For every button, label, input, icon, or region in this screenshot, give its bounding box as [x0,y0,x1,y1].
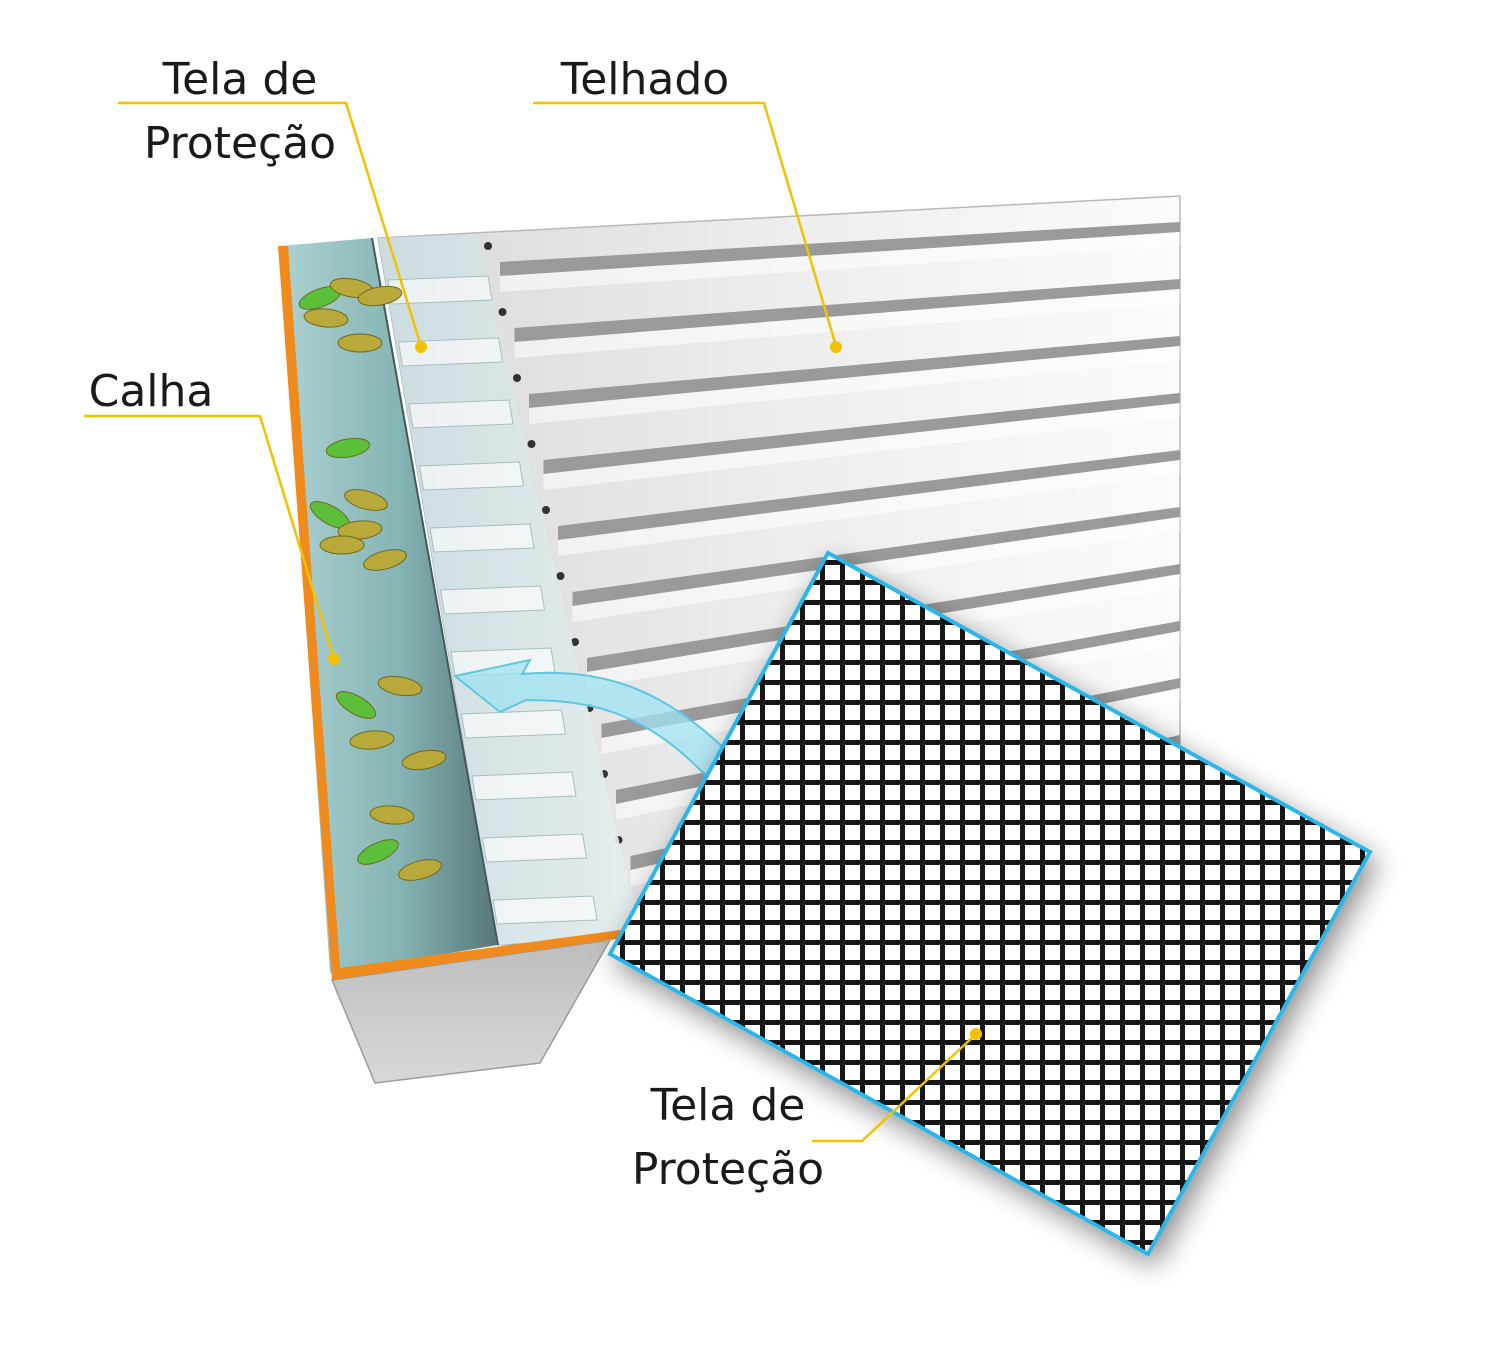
label-bottom-screen: Tela de Proteção [618,1074,838,1202]
label-top-screen: Tela de Proteção [130,48,350,176]
screen-strip [378,234,640,945]
leaf [369,805,415,825]
leaf [335,691,377,719]
roof-highlight [543,403,1180,490]
roof-groove [514,279,1180,342]
leaf [363,549,407,571]
label-gutter-text: Calha [88,366,214,417]
screen-step [471,771,577,801]
roof-highlight [572,517,1180,622]
screen-step [397,337,504,367]
leaf [357,839,399,865]
leaf [303,308,349,328]
label-bottom-screen-line1: Tela de [650,1080,806,1131]
leaf [319,535,365,555]
roof-groove [558,450,1180,540]
screen-strip-steps [387,275,598,925]
roof-groove [572,507,1180,606]
roof-groove [500,222,1180,276]
leaf [401,749,447,771]
leaf [344,489,388,511]
mesh-screen [607,550,1373,1257]
label-roof: Telhado [540,48,750,112]
roof-highlight [514,289,1180,358]
leader-roof [533,101,838,347]
label-top-screen-line1: Tela de [162,54,318,105]
leaf [325,437,371,459]
leaf [398,859,442,881]
screen-step [481,833,588,863]
screen-step [429,523,535,553]
leader-top-screen [118,101,423,347]
screw-dot [527,440,536,448]
leaf [337,520,383,540]
label-bottom-screen-line2: Proteção [631,1143,825,1195]
screw-dot [498,308,507,316]
screen-step [439,585,546,615]
screw-dot [484,242,492,250]
screen-step [492,895,598,925]
screw-dot [556,572,565,580]
screw-dot [513,374,521,382]
leaf [337,333,383,353]
screw-dot [571,638,579,646]
label-gutter: Calha [76,360,226,424]
roof-groove [529,336,1180,408]
roof-highlight [500,232,1180,292]
screw-dot [542,506,550,514]
leaves [298,277,447,881]
leader-dots [328,341,982,1040]
screen-step [408,399,514,429]
gutter [278,237,622,980]
roof-groove [543,393,1180,474]
screen-step [418,461,525,491]
screen-step [450,647,556,677]
leaf [377,675,423,697]
label-top-screen-line2: Proteção [143,117,337,169]
screen-step [460,709,567,739]
label-roof-text: Telhado [560,54,730,105]
leaf [349,730,395,750]
leader-gutter [84,414,336,660]
leaf [357,285,403,307]
gutter-base [330,939,612,1084]
roof-highlight [529,346,1180,424]
leader-bottom-screen [812,1033,977,1143]
leader-lines [84,101,977,1143]
roof-highlight [558,460,1180,556]
